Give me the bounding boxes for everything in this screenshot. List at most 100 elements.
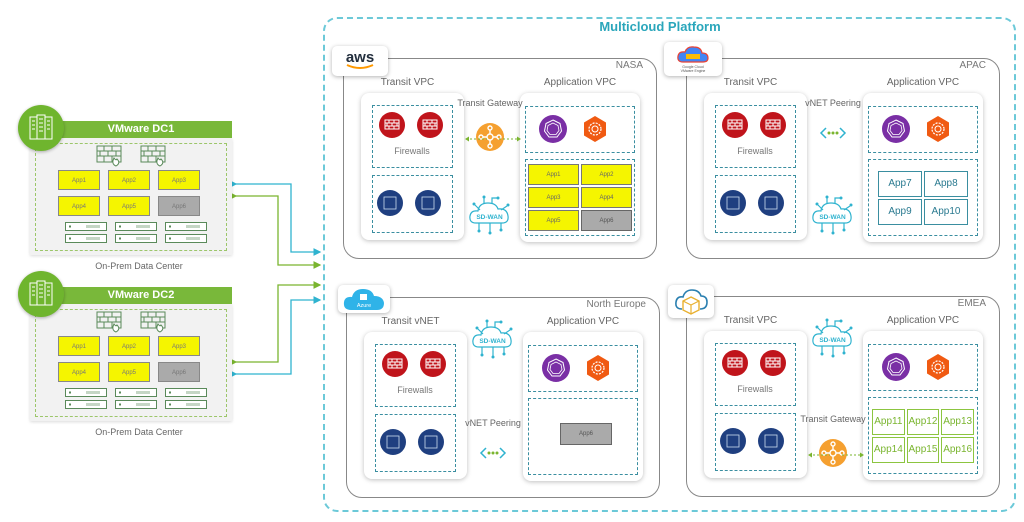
app-tile: App2 — [108, 170, 150, 190]
app-tile: App4 — [581, 187, 632, 208]
datacenter-label: On-Prem Data Center — [95, 427, 183, 437]
transit-section-label: Transit VPC — [380, 77, 435, 88]
gear-icon — [584, 354, 612, 382]
multicloud-platform-boundary — [323, 17, 1016, 512]
vnet-peering-label: vNET Peering — [805, 98, 861, 108]
app-tile: App4 — [58, 362, 100, 382]
platform-services-group — [525, 106, 635, 153]
firewall-icon — [140, 311, 168, 333]
application-vpc-card — [863, 93, 983, 242]
datacenter-title: VMware DC1 — [50, 121, 232, 138]
app-tile: App3 — [158, 336, 200, 356]
transit-gateway-label: Transit Gateway — [800, 414, 866, 424]
firewall-icon — [96, 145, 124, 167]
server-icon — [115, 222, 157, 231]
region-name: NASA — [615, 60, 643, 71]
vnet-peering-icon — [478, 446, 508, 460]
server-icon — [115, 388, 157, 397]
firewalls-group — [715, 343, 796, 406]
region-apac — [686, 58, 1000, 259]
server-icon — [115, 234, 157, 243]
server-icon — [65, 222, 107, 231]
vm-group — [715, 413, 796, 471]
vnet-peering-icon — [818, 126, 848, 140]
vm-icon — [720, 428, 746, 454]
datacenter-icon — [18, 271, 64, 317]
transit-vpc-card — [704, 331, 807, 478]
datacenter-title: VMware DC2 — [50, 287, 232, 304]
transit-gateway-icon — [475, 122, 505, 152]
svg-text:SD-WAN: SD-WAN — [479, 338, 506, 345]
vm-group — [372, 175, 453, 233]
app-tile: App4 — [58, 196, 100, 216]
dc1-link-green — [229, 192, 322, 269]
vm-group — [715, 175, 796, 233]
aws-logo: aws — [345, 49, 375, 66]
app-tile: App15 — [906, 436, 940, 463]
transit-section-label: Transit VPC — [723, 315, 778, 326]
application-section-label: Application VPC — [886, 315, 960, 326]
svg-text:SD-WAN: SD-WAN — [819, 214, 846, 221]
app-tile: App3 — [528, 187, 579, 208]
application-section-label: Application VPC — [546, 316, 620, 327]
transit-gateway-label: Transit Gateway — [457, 98, 523, 108]
firewalls-label: Firewalls — [394, 146, 430, 156]
sd-wan-icon: SD-WAN — [810, 195, 856, 235]
app-tile: App8 — [924, 170, 968, 197]
app-tile: App10 — [924, 198, 968, 225]
region-nasa — [343, 58, 657, 259]
app-tile: App1 — [58, 336, 100, 356]
app-tile: App6 — [158, 362, 200, 382]
svg-text:Google Cloud: Google Cloud — [682, 65, 703, 69]
region-name: North Europe — [586, 299, 646, 310]
kubernetes-icon — [882, 115, 910, 143]
platform-services-group — [868, 344, 978, 391]
server-icon — [65, 400, 107, 409]
region-emea — [686, 296, 1000, 497]
app-tile: App6 — [560, 423, 612, 445]
server-icon — [65, 388, 107, 397]
sd-wan-icon: SD-WAN — [467, 195, 513, 235]
datacenter-boundary — [35, 309, 227, 417]
transit-vpc-card — [704, 93, 807, 240]
dc2-link-green — [229, 281, 322, 366]
apps-group — [868, 397, 978, 474]
server-icon — [65, 234, 107, 243]
transit-vpc-card — [364, 332, 467, 479]
application-section-label: Application VPC — [543, 77, 617, 88]
svg-text:Azure: Azure — [357, 303, 371, 309]
gateway-link-arrows — [808, 452, 864, 458]
gear-icon — [581, 115, 609, 143]
server-icon — [165, 388, 207, 397]
firewall-icon — [760, 350, 786, 376]
firewall-icon — [382, 351, 408, 377]
app-tile: App5 — [108, 362, 150, 382]
vm-icon — [415, 190, 441, 216]
vnet-peering-label: vNET Peering — [465, 418, 521, 428]
platform-services-group — [528, 345, 638, 392]
server-icon — [115, 400, 157, 409]
region-name: EMEA — [957, 298, 986, 309]
datacenter-label: On-Prem Data Center — [95, 261, 183, 271]
dc2-link-cyan — [229, 296, 322, 378]
platform-title: Multicloud Platform — [599, 19, 721, 34]
app-tile: App14 — [872, 436, 905, 463]
sd-wan-icon: SD-WAN — [810, 318, 856, 358]
azure-logo: Azure — [338, 285, 390, 313]
datacenter-boundary — [35, 143, 227, 251]
svg-text:VMware Engine: VMware Engine — [681, 69, 706, 73]
app-tile: App1 — [58, 170, 100, 190]
platform-services-group — [868, 106, 978, 153]
firewall-icon — [420, 351, 446, 377]
apps-group — [528, 398, 638, 475]
firewalls-group — [375, 344, 456, 407]
kubernetes-icon — [542, 354, 570, 382]
app-tile: App3 — [158, 170, 200, 190]
apps-group — [525, 159, 635, 236]
server-icon — [165, 234, 207, 243]
app-tile: App2 — [581, 164, 632, 185]
kubernetes-icon — [882, 353, 910, 381]
server-icon — [165, 222, 207, 231]
application-vpc-card — [523, 332, 643, 481]
firewall-icon — [417, 112, 443, 138]
